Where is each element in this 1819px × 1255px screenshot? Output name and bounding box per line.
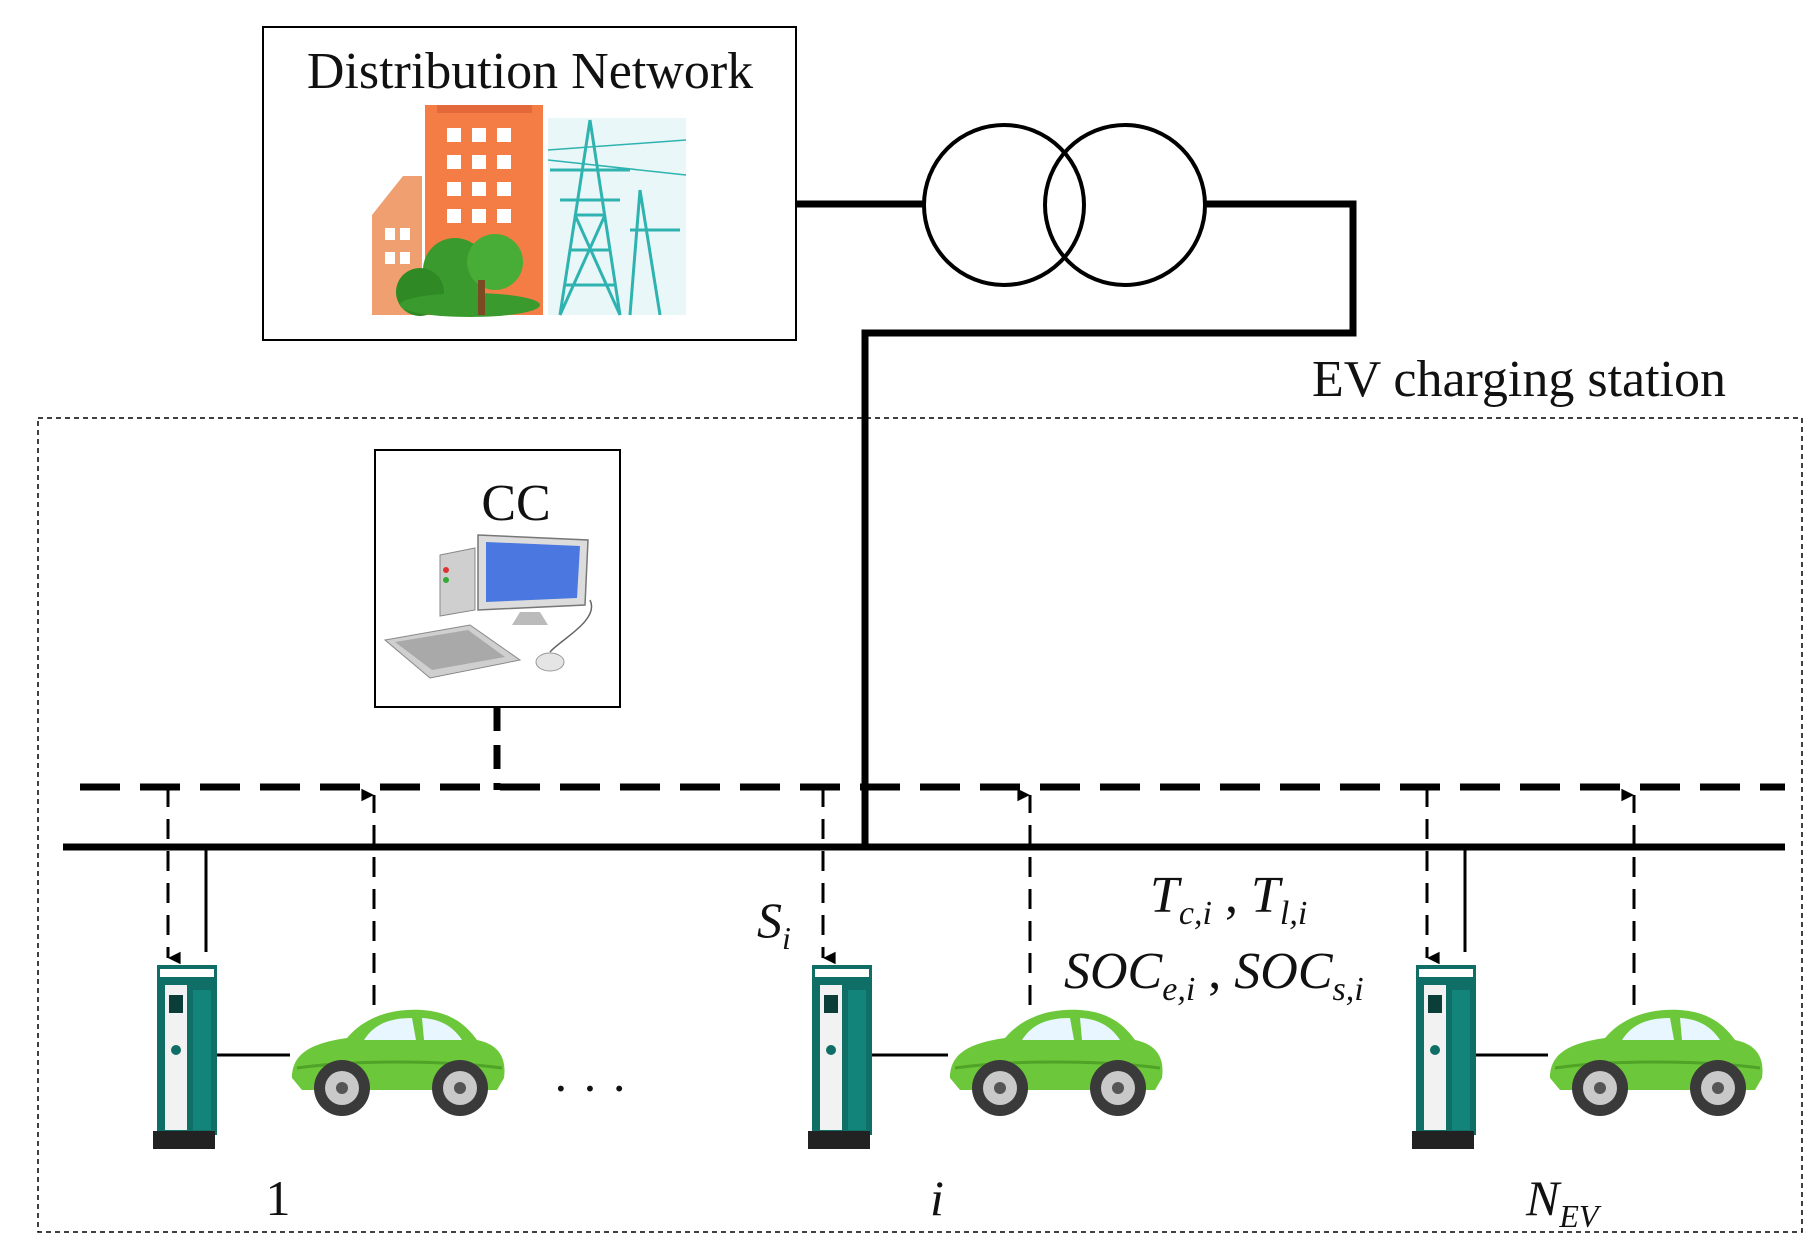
signal-soc-labels: SOCe,i , SOCs,i — [1064, 943, 1364, 1008]
car-i-icon — [948, 1008, 1165, 1118]
tree-icon — [396, 234, 540, 317]
ev-charging-station-label: EV charging station — [1312, 351, 1726, 408]
distribution-network-title: Distribution Network — [307, 43, 753, 100]
charger-1-index-label: 1 — [266, 1170, 291, 1226]
cc-box: CC — [374, 449, 621, 708]
distribution-network-box: Distribution Network — [262, 26, 797, 341]
charger-i — [808, 787, 948, 1149]
power-pylon-icon — [547, 118, 687, 316]
charger-i-index-label: i — [930, 1170, 944, 1226]
charger-i-icon — [808, 965, 872, 1149]
ellipsis: · · · — [553, 1060, 628, 1116]
feeder-line — [796, 200, 1357, 847]
signal-time-labels: Tc,i , Tl,i — [1150, 867, 1307, 932]
charger-nev — [1412, 787, 1548, 1149]
transformer-symbol — [922, 123, 1207, 287]
ev-1 — [290, 788, 507, 1118]
charger-1-icon — [153, 965, 217, 1149]
cc-label: CC — [481, 475, 550, 532]
car-1-icon — [290, 1008, 507, 1118]
car-nev-icon — [1548, 1008, 1765, 1118]
ev-i — [948, 788, 1165, 1118]
charger-1 — [153, 787, 290, 1149]
buildings-icon — [372, 105, 543, 315]
ev-charging-station-boundary — [37, 417, 1803, 1233]
computer-icon — [383, 534, 593, 679]
ev-nev — [1548, 788, 1765, 1118]
charger-nev-icon — [1412, 965, 1476, 1149]
signal-s-label: Si — [757, 892, 791, 956]
charger-nev-index-label: NEV — [1525, 1170, 1602, 1234]
